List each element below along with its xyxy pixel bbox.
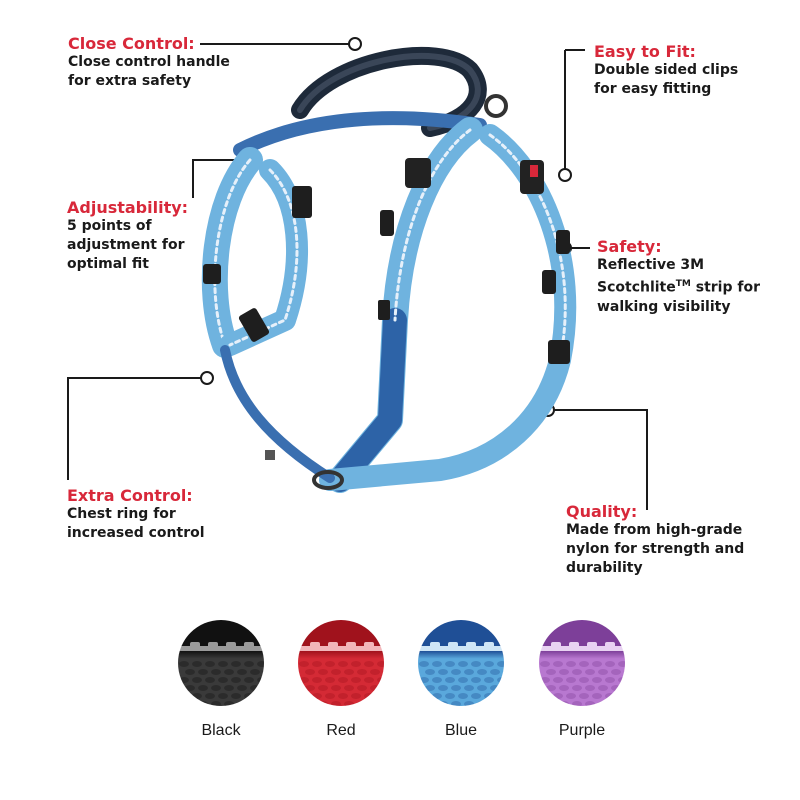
callout-quality: Quality: Made from high-grade nylon for … (566, 502, 744, 578)
leader-lines (67, 43, 648, 510)
swatch-label: Red (326, 722, 356, 739)
color-swatch-blue[interactable] (418, 620, 504, 706)
callout-desc: Reflective 3M ScotchliteTM strip for wal… (597, 256, 760, 317)
safety-line-2b: strip for (690, 279, 760, 296)
dot-easy-to-fit (558, 168, 572, 182)
callout-desc: Close control handle for extra safety (68, 54, 230, 89)
swatch-label: Blue (444, 722, 478, 739)
callout-safety: Safety: Reflective 3M ScotchliteTM strip… (597, 237, 760, 317)
callout-close-control: Close Control: Close control handle for … (68, 34, 230, 91)
safety-line-1: Reflective 3M (597, 257, 705, 273)
callout-easy-to-fit: Easy to Fit: Double sided clips for easy… (594, 42, 738, 99)
leader-line-quality (548, 409, 648, 510)
callout-title: Extra Control: (67, 486, 193, 505)
callout-extra-control: Extra Control: Chest ring for increased … (67, 486, 205, 543)
harness-straps (201, 46, 577, 493)
callout-desc: Chest ring for increased control (67, 506, 205, 541)
callout-desc: Made from high-grade nylon for strength … (566, 522, 745, 576)
safety-line-2a: Scotchlite (597, 279, 676, 296)
callout-desc: 5 points of adjustment for optimal fit (67, 218, 185, 272)
dot-close-control (348, 37, 362, 51)
dot-extra-control (200, 371, 214, 385)
color-swatch-purple[interactable] (539, 620, 625, 706)
callout-title: Close Control: (68, 34, 195, 53)
swatch-label: Black (201, 722, 241, 739)
color-swatch-black[interactable] (178, 620, 264, 706)
callout-desc: Double sided clips for easy fitting (594, 62, 739, 97)
callout-title: Easy to Fit: (594, 42, 696, 61)
swatch-label: Purple (558, 722, 606, 739)
callout-title: Quality: (566, 502, 638, 521)
callout-title: Adjustability: (67, 198, 189, 217)
harness-hardware (203, 94, 570, 490)
trademark-mark: TM (675, 279, 691, 289)
leader-line-adjustability (192, 159, 240, 198)
callout-title: Safety: (597, 237, 662, 256)
safety-line-3: walking visibility (597, 298, 731, 315)
leader-line-extra-control (67, 377, 207, 480)
color-swatch-red[interactable] (298, 620, 384, 706)
callout-adjustability: Adjustability: 5 points of adjustment fo… (67, 198, 188, 274)
